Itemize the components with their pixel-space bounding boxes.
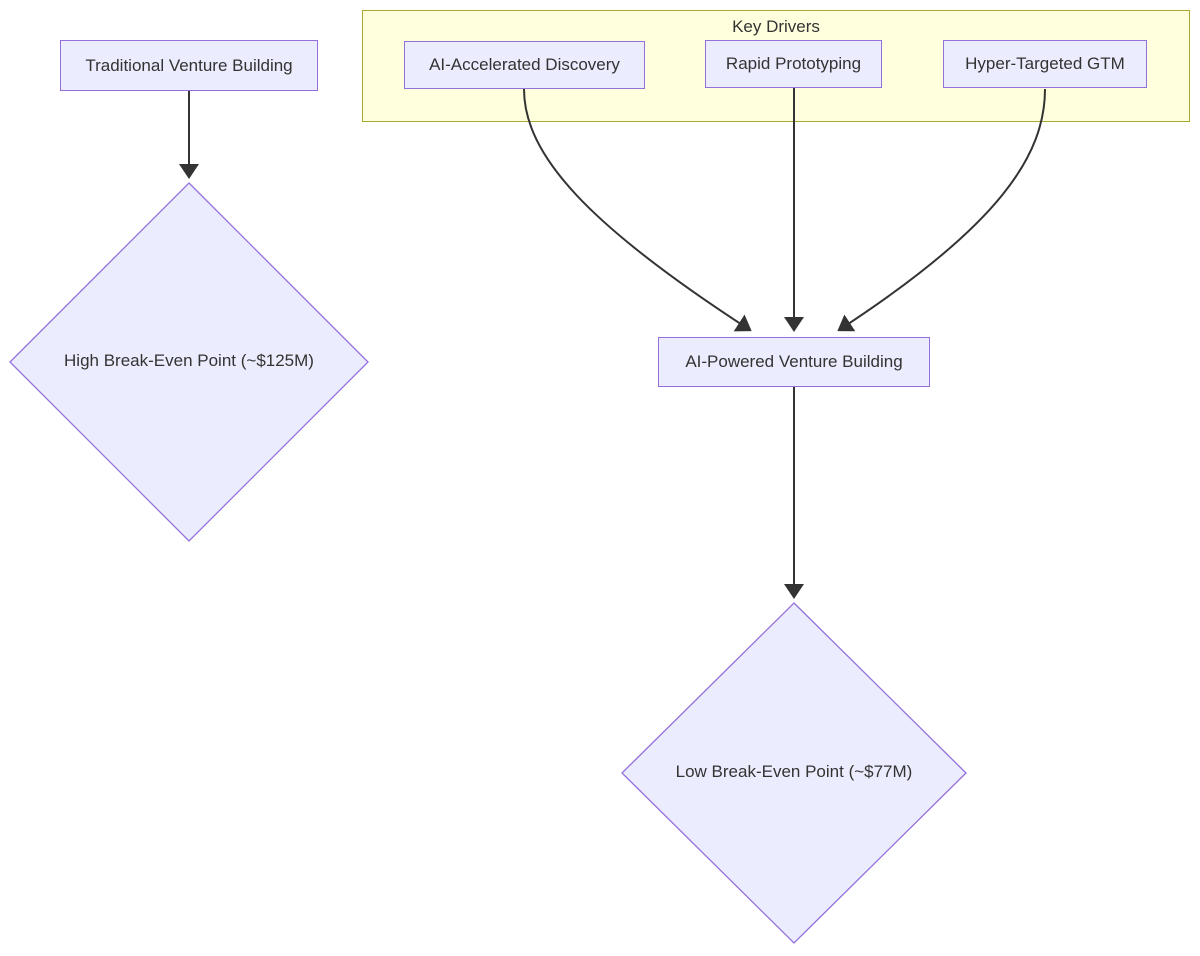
node-ai-powered-venture-building: AI-Powered Venture Building — [658, 337, 930, 387]
edge-ai-discovery-to-ai-powered — [523, 88, 752, 332]
low-break-even-diamond-shape — [621, 602, 967, 944]
node-hyper-targeted-gtm: Hyper-Targeted GTM — [943, 40, 1147, 88]
node-rapid-prototyping: Rapid Prototyping — [705, 40, 882, 88]
node-low-break-even-label: Low Break-Even Point (~$77M) — [675, 762, 913, 781]
node-high-break-even-label: High Break-Even Point (~$125M) — [64, 351, 314, 370]
subgraph-key-drivers-title: Key Drivers — [732, 17, 820, 36]
high-break-even-diamond-shape — [9, 182, 369, 542]
edge-hyper-gtm-to-ai-powered — [837, 88, 1046, 332]
node-traditional-venture-building: Traditional Venture Building — [60, 40, 318, 91]
node-ai-accelerated-discovery: AI-Accelerated Discovery — [404, 41, 645, 89]
